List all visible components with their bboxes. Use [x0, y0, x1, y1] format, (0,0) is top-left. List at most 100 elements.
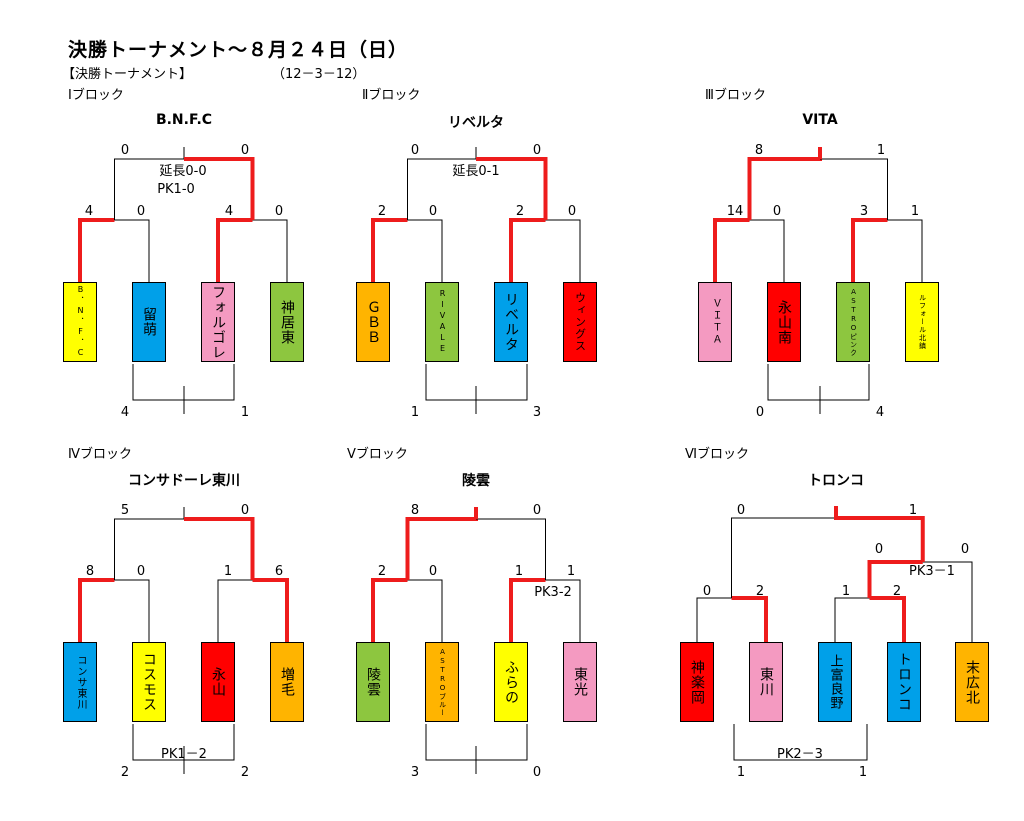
block-1-semi-score-3: 4 [224, 204, 234, 219]
block-1-note-2: PK1-0 [157, 182, 195, 197]
team-name: 留萌 [141, 307, 157, 337]
bracket-line [252, 219, 288, 282]
block-6-label: Ⅵブロック [685, 447, 749, 462]
block-6-top-score-right: 1 [908, 503, 918, 518]
team-name: フォルゴレ [210, 284, 226, 360]
team-name: 神楽岡 [689, 659, 705, 705]
block-3-semi-score-3: 3 [859, 204, 869, 219]
bracket-line [252, 578, 289, 642]
block-1-top-score-left: 0 [120, 143, 130, 158]
team-name: トロンコ [896, 652, 912, 712]
team-name: リベルタ [503, 292, 519, 352]
block-6-bottom-note: PK2－3 [777, 747, 823, 762]
team-box: 上富良野 [818, 642, 852, 722]
block-2-top-score-left: 0 [410, 143, 420, 158]
bracket-line [820, 158, 888, 220]
block-1-semi-score-4: 0 [274, 204, 284, 219]
bracket-line [114, 507, 185, 580]
bracket-line [114, 579, 150, 642]
team-box: 東川 [749, 642, 783, 722]
block-3-bottom-score-left: 0 [755, 405, 765, 420]
bracket-line [184, 517, 255, 580]
block-6-bottom-score-left: 1 [736, 765, 746, 780]
bracket-line [749, 219, 785, 282]
team-box: 末広北 [955, 642, 989, 722]
bracket-line [114, 147, 185, 220]
block-5-top-score-right: 0 [532, 503, 542, 518]
block-4-top-score-left: 5 [120, 503, 130, 518]
team-box: ASTROピンク [836, 282, 870, 362]
bracket-line [509, 578, 546, 642]
bracket-line [731, 517, 836, 598]
block-5-top-score-left: 8 [410, 503, 420, 518]
team-name: コンサ東川 [75, 654, 86, 710]
block-3-top-score-left: 8 [754, 143, 764, 158]
team-box: コスモス [132, 642, 166, 722]
team-box: 陵雲 [356, 642, 390, 722]
bracket-line [78, 578, 115, 642]
bracket-line [407, 219, 443, 282]
team-box: ウィングス [563, 282, 597, 362]
bracket-line [476, 518, 546, 580]
block-5-bottom-score-left: 3 [410, 765, 420, 780]
block-1-bottom-score-left: 4 [120, 405, 130, 420]
block-6-semi-score-3: 1 [841, 584, 851, 599]
team-name: ASTROブルー [438, 647, 447, 717]
block-6-semi-score-2: 2 [755, 584, 765, 599]
bracket-line [887, 219, 923, 282]
bracket-line [851, 218, 888, 282]
winner-path [869, 596, 906, 642]
bracket-line [78, 218, 115, 282]
page-title: 決勝トーナメント～８月２４日（日） [68, 39, 409, 61]
winner-path [867, 560, 923, 598]
format-label: （12－3－12） [272, 67, 366, 82]
block-5-semi-score-1: 2 [377, 564, 387, 579]
block-6-champion: トロンコ [808, 473, 864, 489]
team-name: ＶＩＴＡ [710, 298, 721, 346]
block-2-semi-score-1: 2 [377, 204, 387, 219]
team-box: フォルゴレ [201, 282, 235, 362]
bracket-line [217, 579, 253, 642]
bracket-line [114, 219, 150, 282]
team-box: ＶＩＴＡ [698, 282, 732, 362]
block-4-semi-score-4: 6 [274, 564, 284, 579]
third-place-line [733, 724, 868, 761]
team-box: 増毛 [270, 642, 304, 722]
block-5-bottom-score-right: 0 [532, 765, 542, 780]
team-name: 末広北 [964, 659, 980, 705]
winner-path [834, 506, 925, 562]
block-1-top-score-right: 0 [240, 143, 250, 158]
bracket-line [476, 157, 548, 220]
team-box: 神楽岡 [680, 642, 714, 722]
team-name: RIVALE [438, 289, 447, 355]
team-name: 増毛 [279, 667, 295, 697]
block-3-champion: VITA [802, 112, 838, 128]
block-3-semi-score-2: 0 [772, 204, 782, 219]
block-2-semi-score-4: 0 [567, 204, 577, 219]
team-box: RIVALE [425, 282, 459, 362]
team-box: ＧＢＢ [356, 282, 390, 362]
team-name: B．N．F．C [76, 285, 85, 359]
bracket-line [216, 218, 253, 282]
block-1-semi-score-2: 0 [136, 204, 146, 219]
bracket-line [371, 578, 408, 642]
block-1-bottom-score-right: 1 [240, 405, 250, 420]
block-1-note-1: 延長0-0 [159, 164, 207, 179]
bracket-line [407, 579, 443, 642]
team-box: 永山南 [767, 282, 801, 362]
team-box: 永山 [201, 642, 235, 722]
block-2-bottom-score-right: 3 [532, 405, 542, 420]
block-1-semi-score-1: 4 [84, 204, 94, 219]
bracket-line [545, 579, 581, 642]
bracket-line [834, 597, 870, 642]
bracket-line [371, 218, 408, 282]
team-box: 留萌 [132, 282, 166, 362]
section-label: 【決勝トーナメント】 [62, 67, 193, 82]
team-name: 神居東 [279, 299, 295, 345]
block-4-semi-score-2: 0 [136, 564, 146, 579]
bracket-line [545, 219, 581, 282]
block-3-top-score-right: 1 [876, 143, 886, 158]
team-name: 上富良野 [827, 654, 843, 710]
block-2-semi-score-2: 0 [428, 204, 438, 219]
